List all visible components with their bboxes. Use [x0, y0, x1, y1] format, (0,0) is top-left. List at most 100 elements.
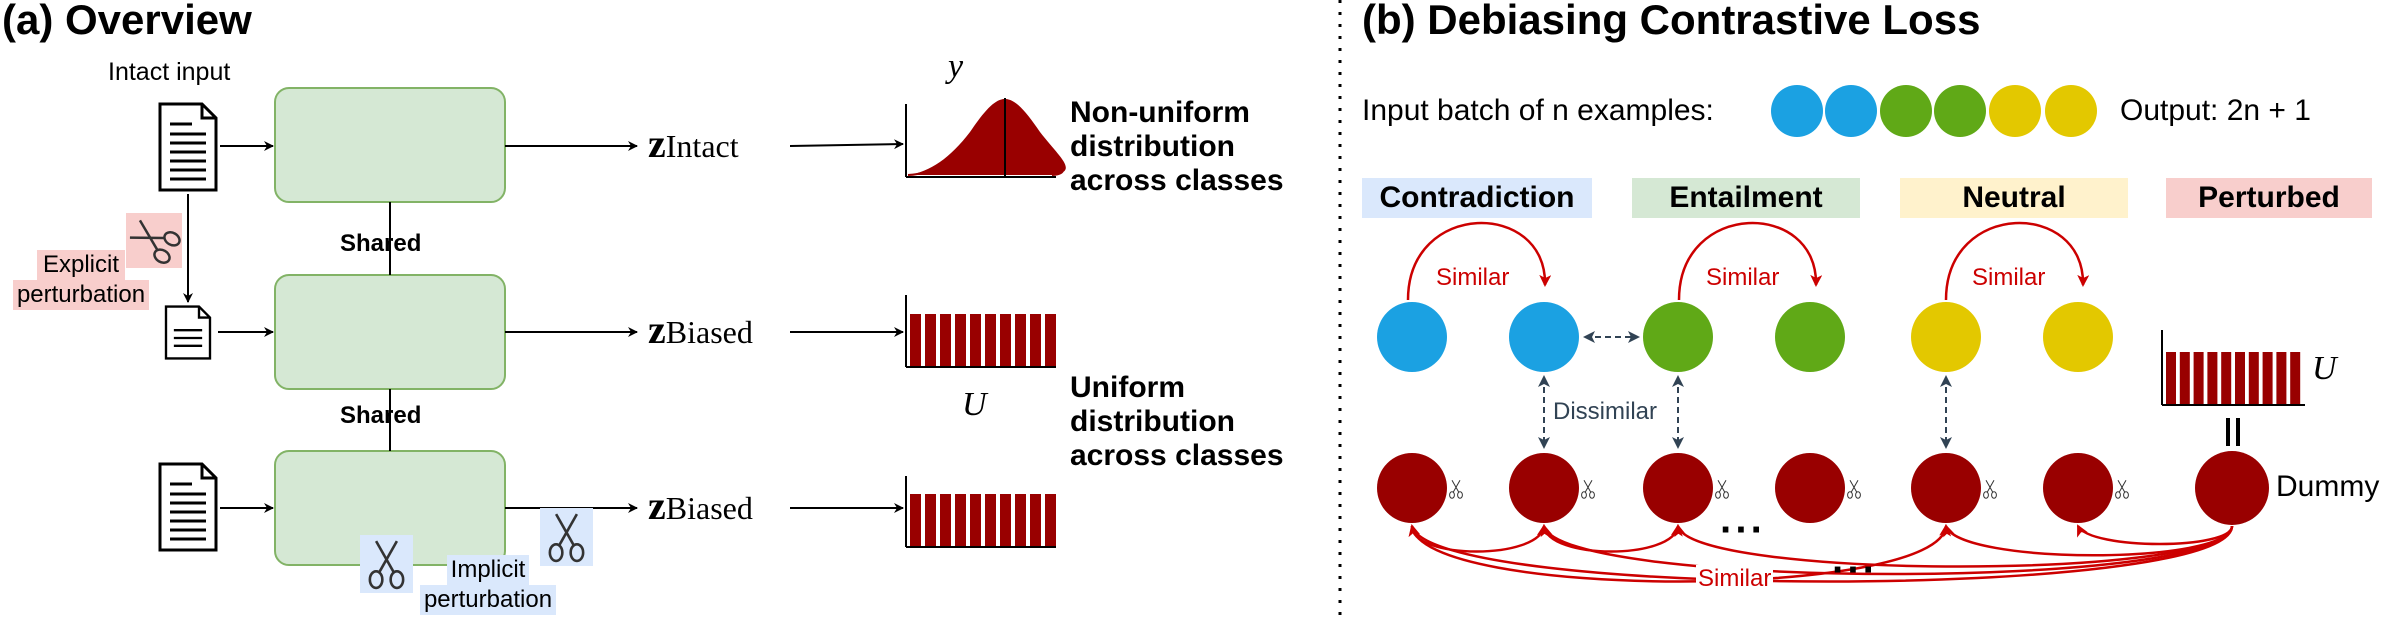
- ellipsis-2: ···: [1832, 548, 1878, 592]
- perturbed-node-5: [1911, 453, 1981, 523]
- implicit-perturbation-line-2: perturbation: [423, 586, 553, 613]
- dummy-uniform-bar: [2179, 352, 2190, 404]
- perturbed-node-1: [1377, 453, 1447, 523]
- u-label-a: U: [962, 386, 987, 423]
- perturbed-scissors-icon-2: [1581, 479, 1595, 499]
- intact-input-label: Intact input: [108, 58, 231, 86]
- dummy-label: Dummy: [2276, 470, 2380, 503]
- perturbed-scissors-icon-3: [1715, 479, 1729, 499]
- non-uniform-label: Non-uniform distribution across classes: [1070, 96, 1284, 198]
- uniform-line-2: distribution: [1070, 405, 1235, 438]
- panel-a-title: (a) Overview: [2, 0, 252, 43]
- implicit-document-icon: [158, 462, 218, 552]
- input-batch-circles: [1771, 85, 2097, 137]
- dummy-uniform-bar: [2262, 352, 2273, 404]
- implicit-scissors-bg-2: [540, 508, 593, 566]
- dummy-uniform-bar: [2207, 352, 2218, 404]
- uniform-2-bar: [925, 494, 936, 546]
- explicit-perturbed-document-icon: [164, 305, 212, 360]
- similar-label-bottom: Similar: [1696, 565, 1774, 593]
- uniform-2-bar: [1000, 494, 1011, 546]
- dummy-uniform-bar: [2276, 352, 2287, 404]
- similar-arrows-bottom: [1408, 524, 2234, 583]
- dummy-node: [2195, 451, 2269, 525]
- uniform-label: Uniform distribution across classes: [1070, 371, 1284, 473]
- node-neutral-1: [1911, 302, 1981, 372]
- uniform-2-bar: [955, 494, 966, 546]
- intact-document-icon: [158, 102, 218, 192]
- category-entailment: Entailment: [1632, 178, 1860, 218]
- dummy-uniform-bar: [2235, 352, 2245, 404]
- dummy-uniform-bar: [2248, 352, 2259, 404]
- perturbed-node-4: [1775, 453, 1845, 523]
- uniform-2-bar: [985, 494, 996, 546]
- perturbed-node-6: [2043, 453, 2113, 523]
- node-entailment-1: [1643, 302, 1713, 372]
- z-biased-1-subscript: Biased: [665, 314, 753, 350]
- output-label: Output: 2n + 1: [2120, 94, 2311, 127]
- uniform-1-bar: [910, 314, 921, 366]
- dummy-uniform-bar: [2221, 352, 2232, 404]
- similar-arrow-contradiction: [1406, 221, 1552, 301]
- shared-label-2: Shared: [340, 402, 422, 429]
- explicit-perturbation-label: Explicit perturbation: [10, 250, 152, 310]
- dissimilar-label: Dissimilar: [1553, 398, 1657, 425]
- implicit-perturbation-label: Implicit perturbation: [408, 555, 568, 615]
- batch-circle-6: [2045, 85, 2097, 137]
- uniform-1-bar: [940, 314, 951, 366]
- uniform-1-bar: [1000, 314, 1011, 366]
- z-biased-2-symbol: z: [648, 483, 666, 528]
- y-label: y: [948, 48, 964, 85]
- uniform-1-bar: [925, 314, 936, 366]
- category-contradiction: Contradiction: [1362, 178, 1592, 218]
- dummy-uniform-bar: [2166, 352, 2176, 404]
- node-contradiction-2: [1509, 302, 1579, 372]
- uniform-1-bar: [970, 314, 981, 366]
- uniform-1-bar: [955, 314, 966, 366]
- uniform-distribution-1: [905, 295, 1056, 368]
- perturbed-scissors-icon-4: [1847, 479, 1861, 499]
- z-biased-2-subscript: Biased: [665, 490, 753, 526]
- explicit-perturbation-line-1: Explicit: [42, 251, 120, 278]
- perturbed-scissors-icon-1: [1449, 479, 1463, 499]
- dummy-uniform-bar: [2193, 352, 2204, 404]
- uniform-2-bar: [940, 494, 951, 546]
- node-neutral-2: [2043, 302, 2113, 372]
- uniform-distribution-2: [905, 476, 1056, 548]
- uniform-2-bar: [1015, 494, 1026, 546]
- uniform-1-bar: [1045, 314, 1056, 366]
- perturbed-node-3: [1643, 453, 1713, 523]
- node-entailment-2: [1775, 302, 1845, 372]
- panel-b-title: (b) Debiasing Contrastive Loss: [1362, 0, 1981, 43]
- encoder-intact: [274, 87, 506, 203]
- uniform-2-bar: [970, 494, 981, 546]
- similar-label-3: Similar: [1972, 264, 2046, 291]
- z-intact-to-dist-arrow: [789, 139, 904, 150]
- non-uniform-distribution: [905, 98, 1066, 178]
- encoder-biased-explicit: [274, 274, 506, 390]
- similar-label-1: Similar: [1436, 264, 1510, 291]
- z-biased-1: zBiased: [648, 306, 753, 353]
- z-intact: zIntact: [648, 120, 739, 167]
- node-contradiction-1: [1377, 302, 1447, 372]
- uniform-1-bar: [985, 314, 996, 366]
- uniform-2-bar: [1030, 494, 1041, 546]
- shared-label-1: Shared: [340, 230, 422, 257]
- z-biased-2: zBiased: [648, 482, 753, 529]
- batch-circle-2: [1825, 85, 1877, 137]
- non-uniform-line-1: Non-uniform: [1070, 96, 1250, 129]
- uniform-line-1: Uniform: [1070, 371, 1185, 404]
- perturbed-scissors-icon-5: [1983, 479, 1997, 499]
- z-intact-symbol: z: [648, 121, 666, 166]
- batch-circle-4: [1934, 85, 1986, 137]
- uniform-1-bar: [1030, 314, 1041, 366]
- z-biased-1-symbol: z: [648, 307, 666, 352]
- implicit-scissors-bg-1: [360, 535, 413, 593]
- explicit-perturbation-bg: [126, 213, 182, 268]
- similar-label-2: Similar: [1706, 264, 1780, 291]
- batch-circle-3: [1880, 85, 1932, 137]
- uniform-line-3: across classes: [1070, 439, 1284, 472]
- category-neutral: Neutral: [1900, 178, 2128, 218]
- perturbed-scissors-icon-6: [2115, 479, 2129, 499]
